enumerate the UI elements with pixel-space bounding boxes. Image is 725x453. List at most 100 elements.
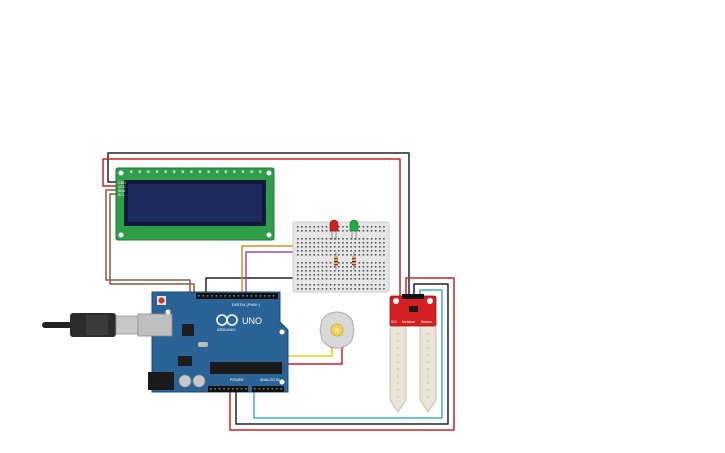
breadboard-hole — [313, 274, 315, 276]
usb-chip — [182, 324, 194, 336]
arduino-brand: ARDUINO — [217, 327, 235, 332]
sensor-prong-left — [389, 323, 407, 413]
breadboard-hole — [362, 246, 365, 248]
sensor-prong-traces — [397, 333, 429, 398]
breadboard-hole — [362, 270, 365, 272]
lcd-pin — [155, 170, 159, 173]
breadboard-hole — [354, 278, 356, 280]
wire-brown-scl[interactable] — [109, 193, 195, 294]
breadboard-hole — [354, 242, 356, 244]
lcd-pin — [164, 170, 167, 173]
breadboard[interactable] — [292, 219, 390, 293]
breadboard-hole — [374, 230, 377, 232]
soil-moisture-sensor[interactable]: SIG Moisture Sensor — [389, 294, 437, 413]
breadboard-hole — [313, 230, 315, 232]
breadboard-hole — [313, 262, 315, 264]
voltage-regulator — [178, 356, 192, 366]
breadboard-hole — [297, 250, 299, 252]
lcd-pin — [190, 170, 193, 173]
breadboard-hole — [301, 250, 303, 252]
lcd-pin — [224, 170, 227, 173]
breadboard-hole — [321, 262, 324, 264]
breadboard-hole — [338, 288, 340, 290]
breadboard-hole — [325, 270, 328, 272]
arduino-pin-hole — [264, 295, 266, 297]
breadboard-hole — [321, 274, 324, 276]
prong-trace-dot — [427, 368, 429, 370]
breadboard-hole — [301, 284, 303, 286]
breadboard-hole — [350, 250, 352, 252]
mount-hole — [279, 329, 285, 335]
breadboard-hole — [374, 266, 377, 268]
breadboard-hole — [329, 284, 332, 286]
lcd-pin-label: SDA — [118, 189, 126, 193]
breadboard-hole — [354, 250, 356, 252]
breadboard-hole — [305, 230, 307, 232]
resistor[interactable] — [334, 252, 338, 270]
breadboard-hole — [313, 246, 315, 248]
sensor-mount-hole — [427, 298, 433, 304]
resistor[interactable] — [352, 252, 356, 270]
breadboard-hole — [325, 284, 328, 286]
red-led[interactable] — [329, 219, 339, 240]
breadboard-hole — [342, 278, 344, 280]
digital-header — [196, 293, 278, 299]
breadboard-hole — [297, 270, 299, 272]
breadboard-hole — [374, 270, 377, 272]
breadboard-hole — [383, 246, 385, 248]
breadboard-hole — [297, 254, 299, 256]
breadboard-hole — [325, 250, 328, 252]
breadboard-hole — [379, 226, 381, 228]
breadboard-hole — [358, 274, 361, 276]
breadboard-hole — [309, 226, 311, 228]
breadboard-hole — [297, 278, 299, 280]
breadboard-hole — [366, 262, 369, 264]
reset-button-cap[interactable] — [158, 297, 165, 304]
breadboard-hole — [321, 238, 324, 240]
arduino-pin-hole — [271, 388, 274, 390]
sensor-label-moisture: Moisture — [402, 320, 415, 324]
wire-red-bottom[interactable] — [229, 277, 455, 431]
arduino-pin-hole — [220, 295, 222, 297]
prong-trace-dot — [397, 347, 399, 349]
breadboard-hole — [383, 274, 385, 276]
breadboard-hole — [342, 266, 344, 268]
breadboard-hole — [370, 274, 373, 276]
breadboard-hole — [317, 230, 320, 232]
green-led[interactable] — [349, 219, 359, 240]
wire-red-top[interactable] — [102, 158, 401, 298]
breadboard-hole — [342, 288, 344, 290]
breadboard-hole — [370, 284, 373, 286]
breadboard-hole — [346, 262, 348, 264]
breadboard-hole — [379, 230, 381, 232]
arduino-pin-hole — [236, 388, 238, 390]
dc-motor-icon[interactable] — [319, 311, 355, 349]
arduino-pin-hole — [262, 388, 265, 390]
breadboard-hole — [333, 250, 336, 252]
lcd-pin-label: GND — [118, 181, 126, 185]
prong-trace-dot — [397, 368, 399, 370]
breadboard-hole — [309, 284, 311, 286]
breadboard-hole — [342, 238, 344, 240]
arduino-pin-hole — [259, 295, 262, 297]
breadboard-hole — [374, 242, 377, 244]
usb-cable[interactable] — [42, 313, 139, 337]
lcd-pin — [259, 170, 262, 173]
arduino-uno[interactable]: ARDUINO UNO DIGITAL (PWM~) POWER ANALOG … — [137, 291, 289, 393]
analog-label: ANALOG IN — [260, 378, 280, 382]
wire-cyan[interactable] — [253, 289, 443, 419]
wire-black-top[interactable] — [107, 152, 410, 298]
breadboard-hole — [301, 288, 303, 290]
wire-black-bottom[interactable] — [235, 283, 449, 425]
breadboard-hole — [301, 270, 303, 272]
breadboard-hole — [313, 270, 315, 272]
lcd-display[interactable]: GND VCC SDA SCL — [115, 167, 275, 241]
arduino-pin-hole — [218, 388, 221, 390]
breadboard-hole — [366, 266, 369, 268]
breadboard-hole — [321, 266, 324, 268]
breadboard-hole — [342, 262, 344, 264]
breadboard-hole — [309, 278, 311, 280]
sensor-label-sensor: Sensor — [421, 320, 433, 324]
atmega-chip — [210, 362, 282, 374]
breadboard-body — [292, 221, 390, 293]
